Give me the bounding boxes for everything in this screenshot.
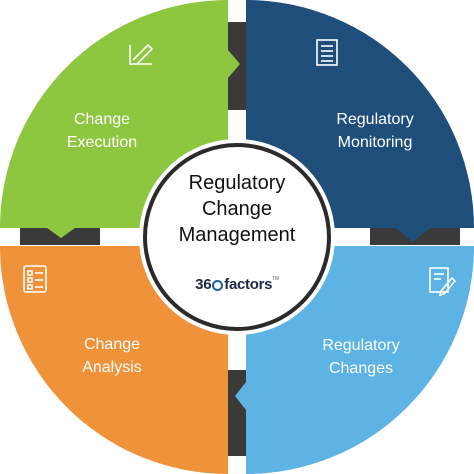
- label-line: Regulatory: [322, 337, 400, 354]
- label-line: Analysis: [82, 359, 142, 376]
- logo-prefix: 36: [195, 276, 212, 293]
- label-line: Regulatory: [336, 111, 414, 128]
- document-list-icon: [316, 39, 338, 66]
- label-line: Changes: [328, 360, 394, 377]
- pen-chart-icon: [129, 43, 154, 65]
- label-line: Execution: [66, 134, 138, 151]
- title-line: Change: [201, 198, 273, 220]
- label-regulatory-monitoring: Regulatory Monitoring: [305, 108, 445, 154]
- logo-trademark: TM: [272, 276, 279, 282]
- label-line: Change: [83, 336, 141, 353]
- center-ring: [143, 143, 331, 331]
- edit-document-icon: [429, 267, 457, 297]
- center-title: Regulatory Change Management: [137, 170, 337, 248]
- title-line: Management: [178, 224, 296, 246]
- label-change-execution: Change Execution: [32, 108, 172, 154]
- label-line: Change: [73, 111, 131, 128]
- label-change-analysis: Change Analysis: [42, 333, 182, 379]
- quadrant-change-execution: [0, 0, 240, 238]
- connector-bottom: [228, 370, 246, 456]
- logo-ring-icon: [212, 280, 224, 291]
- label-line: Monitoring: [337, 134, 413, 151]
- logo-suffix: factors: [224, 276, 273, 293]
- label-regulatory-changes: Regulatory Changes: [291, 334, 431, 380]
- title-line: Regulatory: [188, 172, 286, 194]
- company-logo: 36 factorsTM: [185, 276, 289, 293]
- center-circle: [139, 139, 335, 335]
- checklist-icon: [23, 265, 47, 293]
- quadrant-regulatory-monitoring: [246, 0, 474, 242]
